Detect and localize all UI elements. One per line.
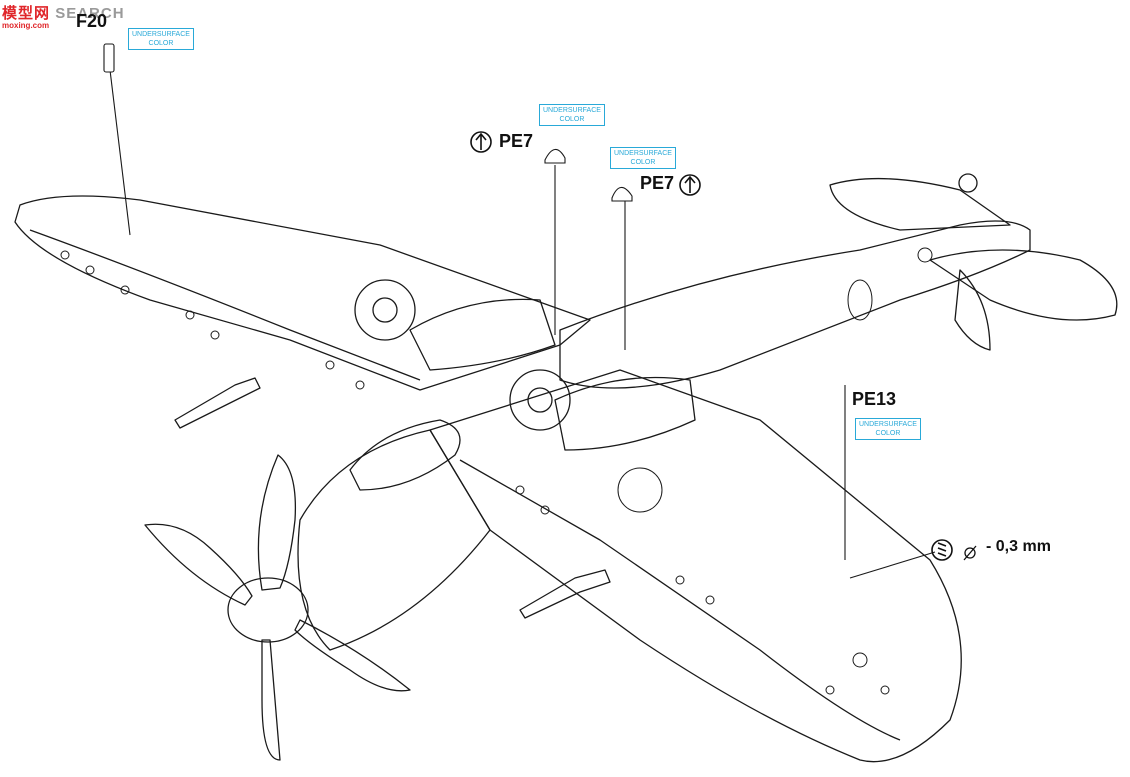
- main-wheel-right: [509, 369, 571, 431]
- up-arrow-circle-icon: [679, 174, 701, 196]
- radiator-right: [554, 376, 696, 451]
- callout-drill-size: - 0,3 mm: [986, 538, 1051, 555]
- undersurface-color-note: UNDERSURFACE COLOR: [539, 104, 605, 126]
- radiator-left: [409, 298, 556, 371]
- tailplane-upper: [829, 177, 1011, 231]
- watermark: 模型网 SEARCH moxing.com: [2, 2, 125, 30]
- pe7-left-part: [544, 148, 566, 164]
- watermark-site: moxing.com: [2, 21, 50, 30]
- callout-pe13: PE13: [852, 389, 897, 409]
- spinner: [227, 577, 309, 643]
- callout-pe7-right: PE7: [640, 173, 675, 193]
- callout-f20: F20: [76, 11, 108, 31]
- chin-intake: [349, 419, 461, 491]
- tail-wheel: [958, 173, 978, 193]
- tailplane-lower: [929, 249, 1118, 321]
- cannon-right: [519, 569, 611, 619]
- callout-pe7-left: PE7: [499, 131, 534, 151]
- rudder: [954, 269, 991, 351]
- right-wing: [429, 369, 962, 763]
- drill-icon: [931, 539, 953, 561]
- pe7-right-part: [611, 186, 633, 202]
- up-arrow-circle-icon: [470, 131, 492, 153]
- main-wheel-left: [354, 279, 416, 341]
- watermark-brand: 模型网: [2, 5, 51, 22]
- undersurface-color-note: UNDERSURFACE COLOR: [610, 147, 676, 169]
- prop-blade-down: [261, 639, 281, 761]
- prop-blade-left: [144, 523, 253, 606]
- prop-blade-right: [294, 619, 411, 692]
- f20-part: [103, 43, 115, 73]
- cannon-left: [174, 377, 261, 429]
- diameter-icon: [963, 545, 977, 561]
- fuselage: [559, 220, 1031, 389]
- prop-blade-up: [257, 454, 297, 591]
- undersurface-color-note: UNDERSURFACE COLOR: [128, 28, 194, 50]
- engine-cowling: [297, 429, 491, 651]
- watermark-search: SEARCH: [55, 5, 125, 22]
- undersurface-color-note: UNDERSURFACE COLOR: [855, 418, 921, 440]
- left-wing: [14, 195, 591, 391]
